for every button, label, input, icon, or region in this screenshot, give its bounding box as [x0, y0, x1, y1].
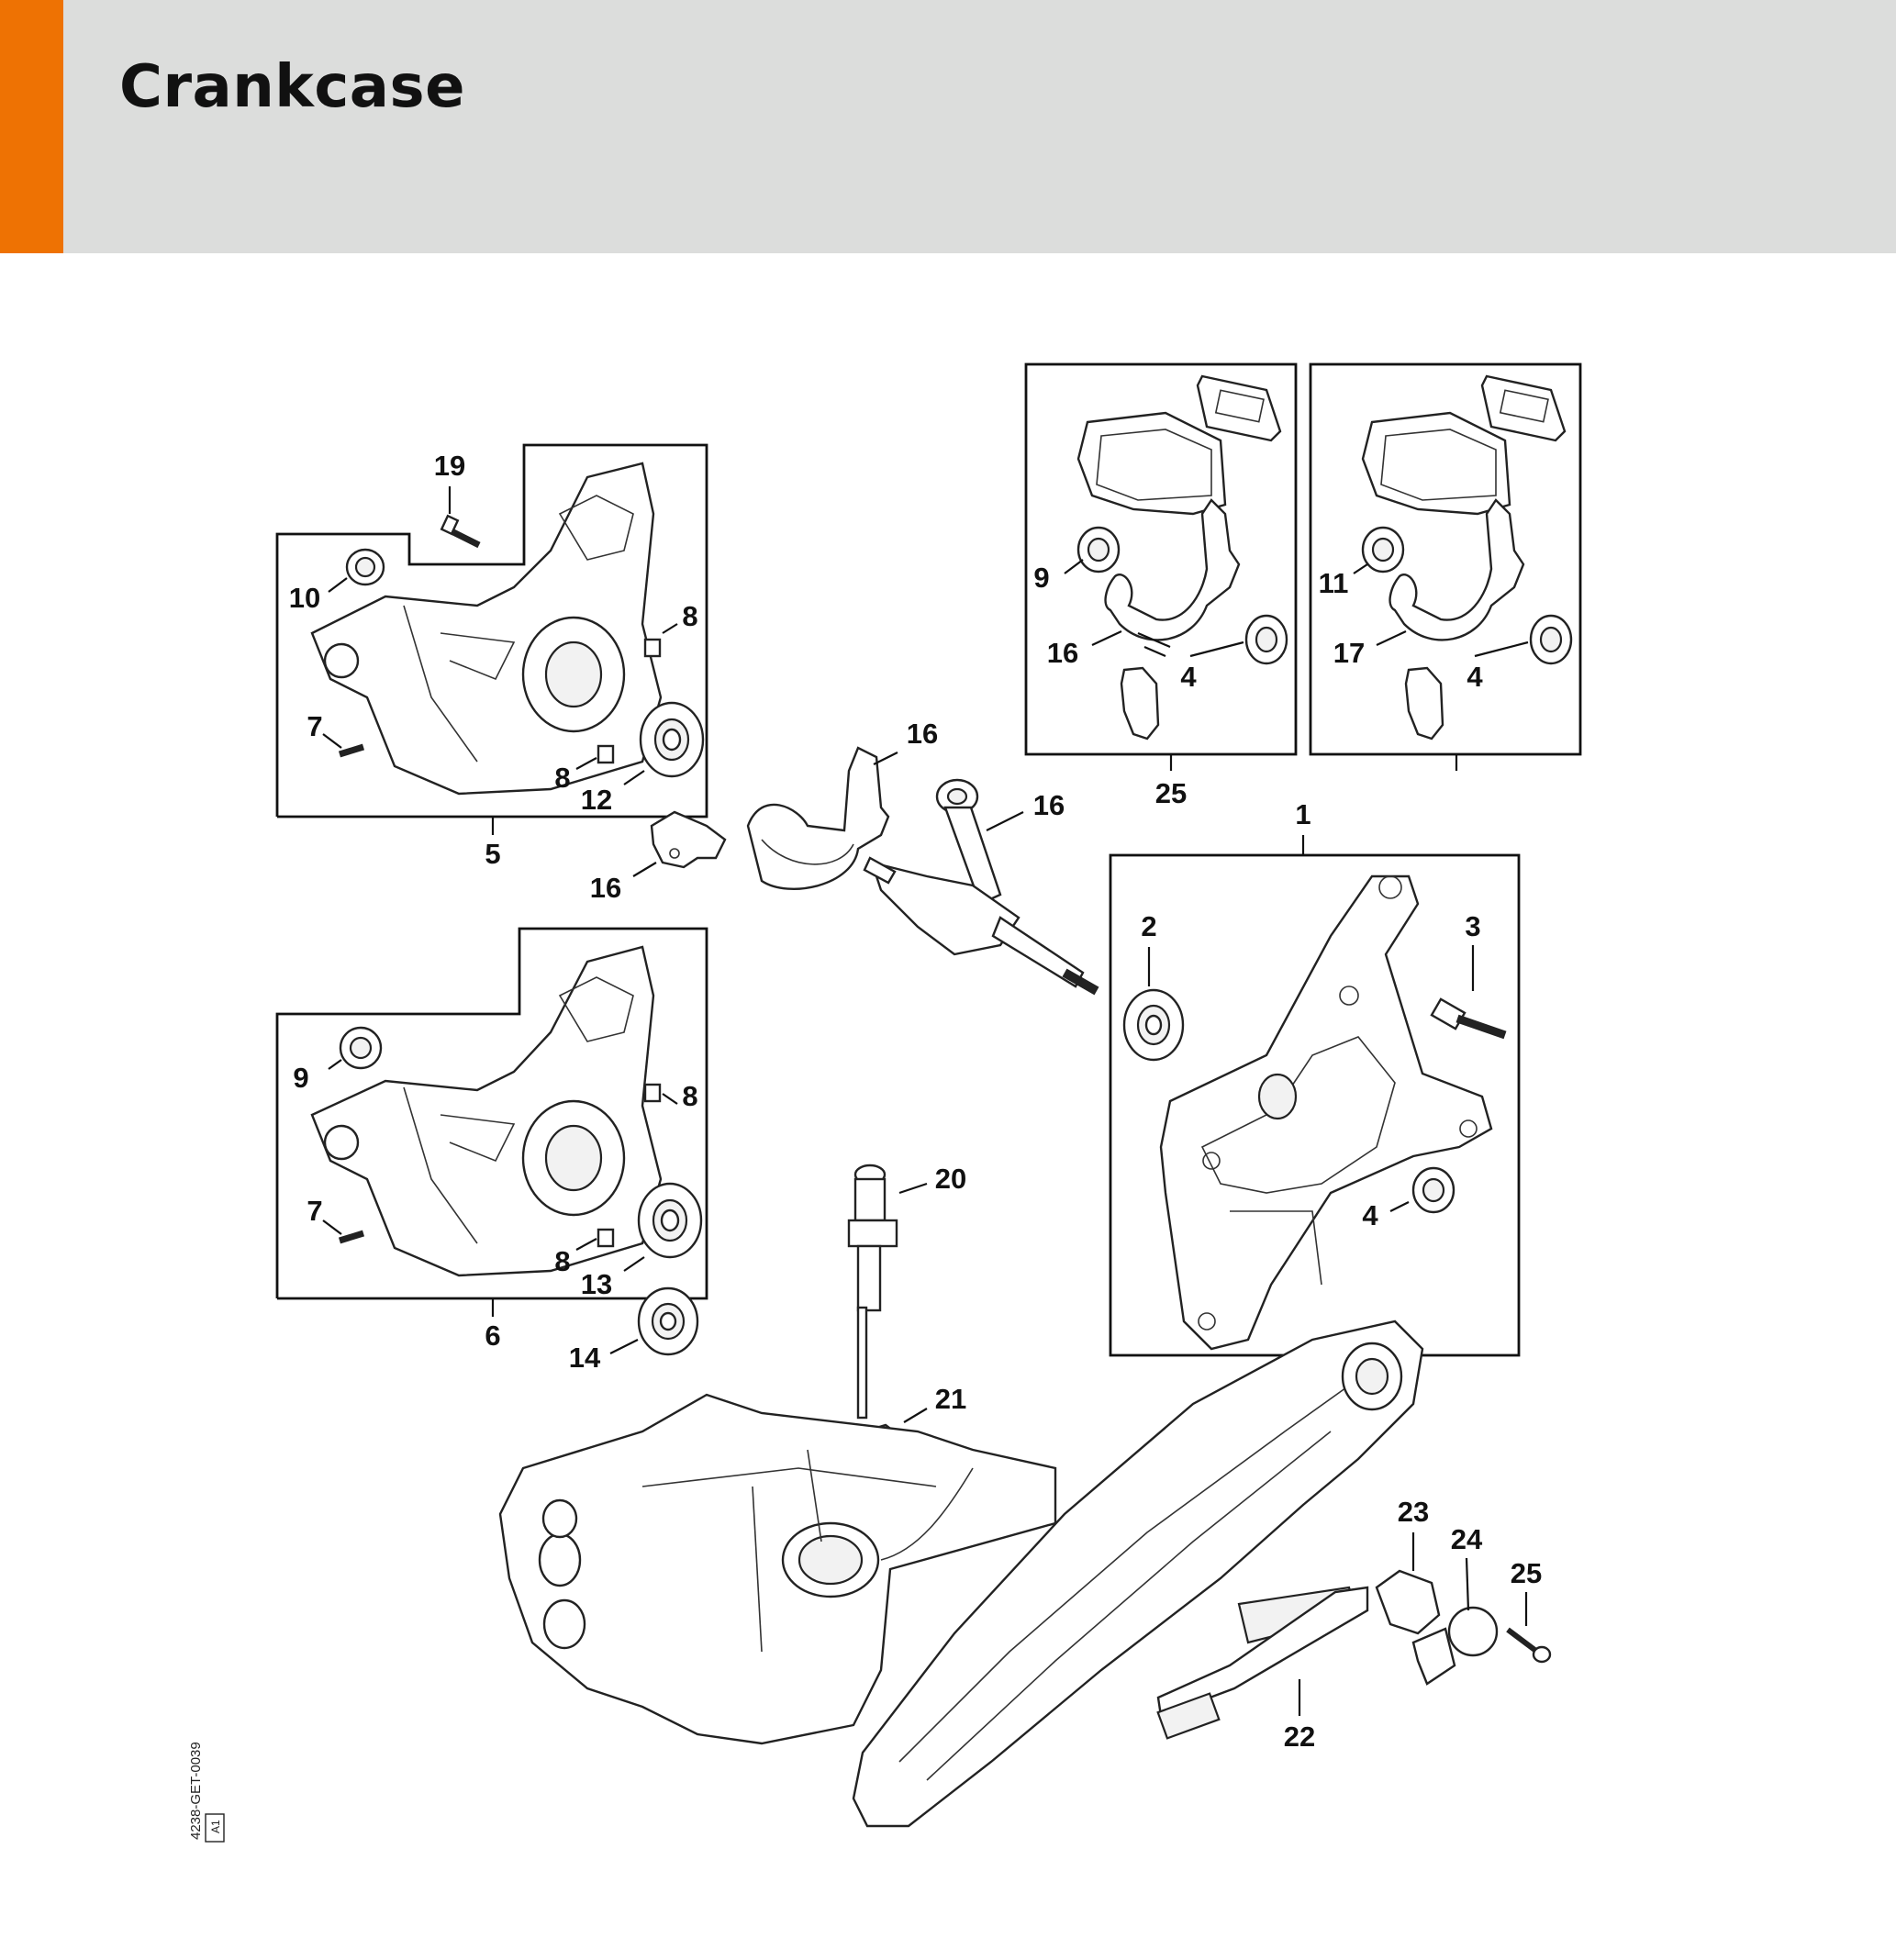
fuel-pickup-18: [847, 1164, 898, 1420]
callout-20: 22: [1284, 1721, 1315, 1753]
callout-17: 19: [434, 450, 465, 482]
callout-21: 23: [1398, 1496, 1429, 1528]
callout-1: 1: [1295, 798, 1310, 830]
callout-16: 16: [907, 718, 938, 750]
callout-14: 16: [590, 872, 621, 904]
callout-16: 16: [1047, 637, 1078, 669]
callout-16: 17: [1333, 637, 1365, 669]
crankcase-group-1: [1109, 853, 1521, 1357]
leader-lines: [322, 486, 1529, 1716]
part-14: [650, 810, 727, 869]
crankshaft-15: [863, 778, 1099, 996]
gasket-16: [746, 746, 890, 891]
housing-assembly: [498, 1320, 1424, 1828]
callout-6: 6: [485, 1320, 500, 1352]
reference-code: 4238-GET-0039 A1: [188, 1742, 225, 1843]
reference-code-text: 4238-GET-0039: [188, 1742, 204, 1840]
callout-5: 5: [485, 838, 500, 870]
crankcase-half-group-5: [275, 443, 708, 819]
filter-20: [1156, 1586, 1369, 1740]
callout-4: 4: [1467, 661, 1483, 693]
callout-15: 16: [1033, 789, 1065, 821]
screw-23: [1506, 1627, 1552, 1664]
gasket-kit-group-25: [1309, 362, 1582, 756]
page-title: Crankcase: [119, 53, 465, 121]
header-accent-bar: [0, 0, 63, 253]
callout-9: 9: [293, 1062, 308, 1094]
callout-8: 8: [554, 762, 570, 794]
callout-7: 7: [307, 1195, 322, 1227]
callout-24: 25: [1155, 777, 1187, 809]
page-header: Crankcase: [0, 0, 1896, 253]
callout-19: 21: [935, 1383, 966, 1415]
callout-10: 10: [289, 582, 320, 614]
callout-22: 24: [1451, 1523, 1483, 1555]
callout-9: 9: [1033, 562, 1049, 594]
callout-10: 11: [1319, 567, 1349, 599]
callout-8: 8: [682, 1080, 697, 1112]
part-21: [1375, 1569, 1441, 1635]
callout-7: 7: [307, 710, 322, 742]
callout-4: 4: [1362, 1199, 1378, 1231]
callout-23: 25: [1511, 1557, 1542, 1589]
crankcase-half-group-6: [275, 927, 708, 1300]
callout-labels: 19 10 8 7 8 12 5 16 16 16 9 16 4 25 11 1…: [289, 450, 1542, 1753]
part-22: [1411, 1606, 1499, 1686]
callout-8: 8: [554, 1245, 570, 1277]
callout-8: 8: [682, 600, 697, 632]
callout-4: 4: [1180, 661, 1197, 693]
callout-12: 13: [581, 1268, 612, 1300]
callout-13: 14: [569, 1342, 601, 1374]
callout-11: 12: [581, 784, 612, 816]
reference-box-mark: A1: [209, 1820, 222, 1833]
bearing-13: [637, 1286, 699, 1356]
gasket-kit-group-24: [1024, 362, 1298, 756]
callout-18: 20: [935, 1163, 966, 1195]
callout-3: 3: [1465, 910, 1480, 942]
callout-2: 2: [1141, 910, 1156, 942]
